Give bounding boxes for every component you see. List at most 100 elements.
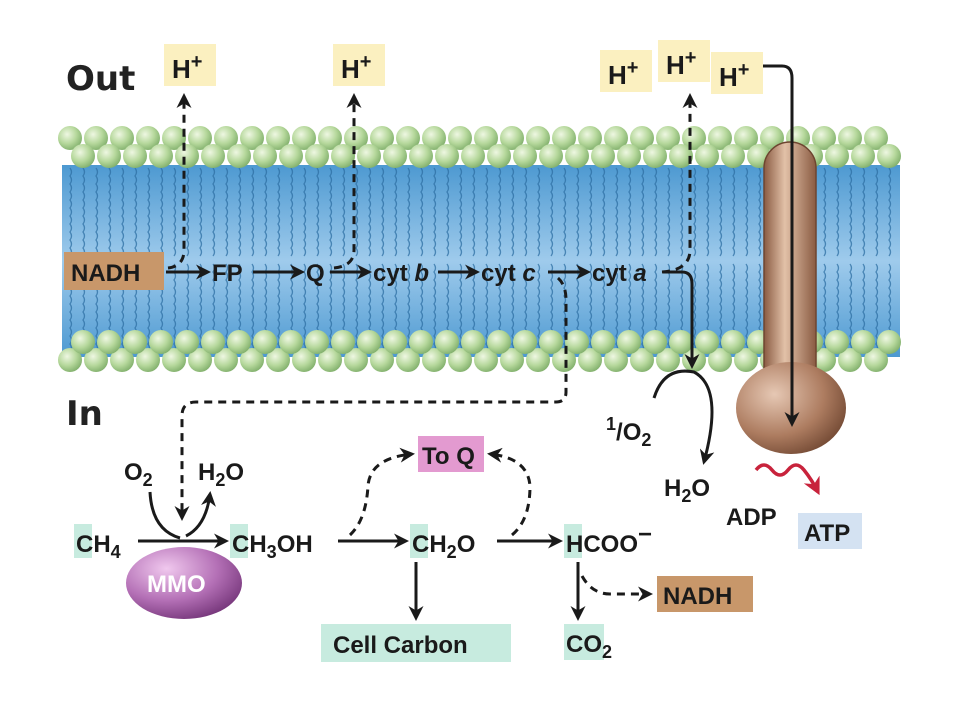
- lipid-head: [422, 348, 446, 372]
- lipid-tail: [875, 167, 879, 257]
- lipid-tail: [69, 167, 73, 257]
- lipid-tail: [225, 167, 229, 257]
- lipid-tail: [823, 263, 827, 353]
- lipid-tail: [628, 167, 632, 257]
- lipid-head: [240, 126, 264, 150]
- lipid-head: [396, 126, 420, 150]
- lipid-head: [266, 348, 290, 372]
- lipid-tail: [82, 167, 86, 257]
- ch3oh-to-q-arrow: [348, 447, 415, 537]
- lipid-head: [331, 144, 355, 168]
- lipid-tail: [511, 167, 515, 257]
- to-q-label: To Q: [422, 443, 475, 470]
- lipid-head: [669, 330, 693, 354]
- lipid-head: [565, 144, 589, 168]
- lipid-head: [578, 348, 602, 372]
- mmo-enzyme: [126, 547, 242, 619]
- lipid-head: [136, 126, 160, 150]
- proton-out-5: H+: [711, 52, 763, 94]
- lipid-heads: [58, 126, 901, 372]
- svg-text:H+: H+: [719, 59, 749, 92]
- lipid-tail: [368, 167, 372, 257]
- lipid-tail: [693, 263, 697, 353]
- lipid-head: [383, 330, 407, 354]
- lipid-head: [643, 330, 667, 354]
- ch3oh-label: CH3OH: [232, 531, 313, 562]
- lipid-tail: [134, 167, 138, 257]
- lipid-head: [695, 330, 719, 354]
- lipid-tail: [225, 263, 229, 353]
- lipid-head: [825, 330, 849, 354]
- lipid-tail: [329, 263, 333, 353]
- lipid-head: [669, 144, 693, 168]
- co2-box: [564, 624, 604, 660]
- lipid-head: [877, 330, 901, 354]
- lipid-head: [812, 348, 836, 372]
- lipid-tail: [667, 167, 671, 257]
- adp-label: ADP: [726, 504, 777, 531]
- lipid-head: [318, 126, 342, 150]
- lipid-tail: [329, 167, 333, 257]
- proton-box: [164, 44, 216, 86]
- co2-label: CO2: [566, 631, 612, 662]
- lipid-head: [279, 144, 303, 168]
- lipid-head: [266, 126, 290, 150]
- mmo-h2o-label: H2O: [198, 459, 244, 490]
- lipid-tail: [433, 167, 437, 257]
- lipid-head: [656, 348, 680, 372]
- lipid-head: [552, 348, 576, 372]
- inside-label: In: [66, 394, 103, 434]
- lipid-head: [539, 144, 563, 168]
- proton-box: [333, 44, 385, 86]
- lipid-head: [643, 144, 667, 168]
- electron-to-mmo-arrow: [174, 276, 568, 521]
- lipid-tail: [485, 263, 489, 353]
- proton-out-2: H+: [333, 44, 385, 86]
- lipid-tail: [472, 167, 476, 257]
- half-o2-label: 1/O2: [606, 414, 651, 450]
- lipid-tail: [160, 167, 164, 257]
- lipid-head: [357, 330, 381, 354]
- lipid-head: [825, 144, 849, 168]
- lipid-head: [838, 126, 862, 150]
- lipid-head: [760, 126, 784, 150]
- formate-label: HCOO−: [566, 521, 652, 558]
- lipid-tail: [433, 263, 437, 353]
- lipid-head: [526, 126, 550, 150]
- svg-text:H+: H+: [608, 57, 638, 90]
- lipid-head: [539, 330, 563, 354]
- lipid-head: [305, 144, 329, 168]
- lipid-head: [851, 144, 875, 168]
- lipid-head: [344, 348, 368, 372]
- lipid-tail: [719, 263, 723, 353]
- lipid-tail: [823, 167, 827, 257]
- lipid-tail: [615, 263, 619, 353]
- lipid-head: [175, 330, 199, 354]
- lipid-head: [227, 330, 251, 354]
- adp-to-atp-arrow: [754, 463, 820, 496]
- lipid-head: [630, 348, 654, 372]
- lipid-tail: [303, 167, 307, 257]
- lipid-head: [708, 348, 732, 372]
- lipid-tail: [862, 167, 866, 257]
- lipid-tail: [381, 167, 385, 257]
- lipid-head: [71, 330, 95, 354]
- nadh-product-label: NADH: [663, 583, 732, 610]
- lipid-head: [279, 330, 303, 354]
- lipid-head: [162, 126, 186, 150]
- lipid-head: [409, 330, 433, 354]
- ch2o-to-q-arrow: [487, 447, 532, 537]
- lipid-head: [721, 144, 745, 168]
- lipid-head: [201, 330, 225, 354]
- lipid-tail: [355, 263, 359, 353]
- lipid-head: [357, 144, 381, 168]
- cyta-to-oxygen-arrow: [663, 270, 700, 369]
- lipid-head: [422, 126, 446, 150]
- lipid-head: [110, 126, 134, 150]
- ch4-box: [74, 524, 92, 558]
- lipid-head: [552, 126, 576, 150]
- lipid-tail: [251, 263, 255, 353]
- lipid-head: [149, 330, 173, 354]
- lipid-head: [708, 126, 732, 150]
- lipid-head: [162, 348, 186, 372]
